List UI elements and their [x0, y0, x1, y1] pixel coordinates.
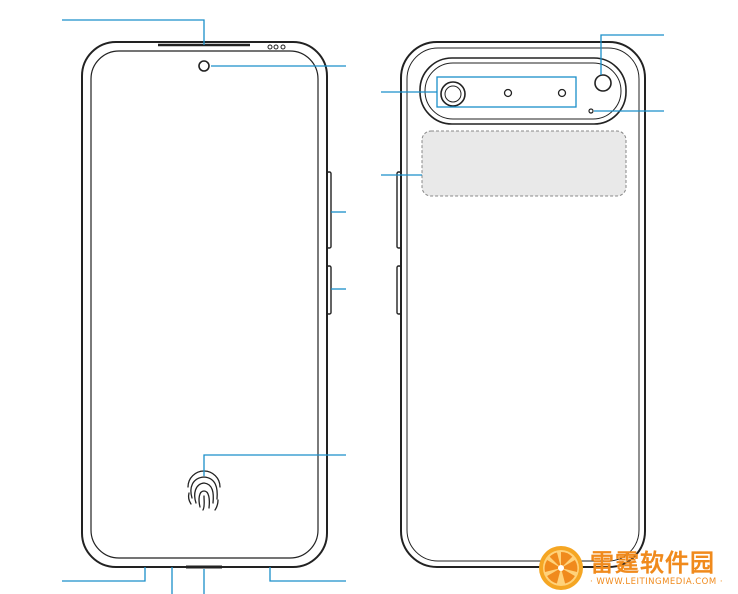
rear-sensor-2 [557, 88, 567, 98]
back-side-button-1 [396, 171, 402, 249]
orange-slice-logo [539, 546, 583, 590]
top-sensors [267, 44, 286, 50]
camera-module [419, 57, 627, 125]
callout-bottom-left [62, 567, 146, 582]
rear-camera-icon [440, 81, 466, 107]
rear-camera-lens-ring [444, 85, 462, 103]
callout-bottom-speaker [269, 567, 346, 582]
back-view [396, 41, 646, 568]
front-camera-icon [198, 60, 210, 72]
watermark: 雷霆软件园 · WWW.LEITINGMEDIA.COM · [536, 542, 738, 594]
back-panel-inner [406, 47, 640, 562]
microphone-icon [588, 108, 594, 114]
callout-earpiece [62, 19, 205, 45]
back-side-button-2 [396, 265, 402, 315]
watermark-title: 雷霆软件园 [590, 548, 715, 577]
camera-module-inner [424, 62, 622, 120]
fingerprint-icon [187, 470, 221, 511]
flash-icon [594, 74, 612, 92]
power-button [326, 265, 332, 315]
callout-flash [600, 34, 664, 75]
volume-button [326, 171, 332, 249]
rear-sensor-1 [503, 88, 513, 98]
label-panel [421, 130, 627, 197]
callout-lines [62, 19, 664, 594]
camera-highlight-box [436, 76, 577, 108]
front-screen [90, 50, 319, 559]
callout-fingerprint [203, 454, 346, 476]
watermark-url: · WWW.LEITINGMEDIA.COM · [590, 576, 724, 587]
front-view [81, 41, 332, 569]
front-body [81, 41, 328, 568]
